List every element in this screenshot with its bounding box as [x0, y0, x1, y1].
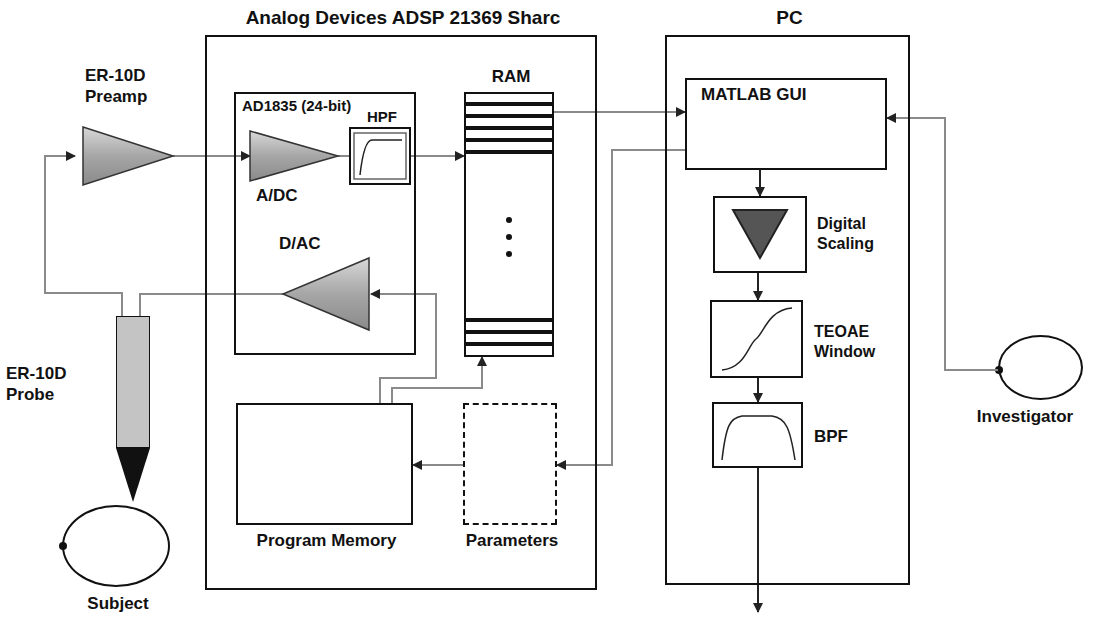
- node-label: MATLAB GUI: [701, 84, 881, 105]
- connector: [140, 294, 283, 316]
- connector: [371, 294, 436, 403]
- converter-triangle: D/AC: [283, 258, 369, 330]
- node-label: HPF: [351, 108, 413, 127]
- triangle-outline: [283, 258, 369, 330]
- filter-box: HPF: [349, 127, 411, 185]
- connector: [757, 378, 759, 402]
- node-label: Analog Devices ADSP 21369 Sharc: [167, 6, 639, 30]
- node-label: Program Memory: [222, 530, 431, 551]
- output-arrow: [758, 468, 759, 612]
- ram-rows: [466, 102, 552, 346]
- memory-stack: RAM: [464, 92, 554, 357]
- parameter-box: Parameters: [463, 403, 557, 525]
- node-label: ER-10D Probe: [6, 363, 106, 406]
- probe-body: ER-10D Probe: [116, 316, 150, 448]
- node-label: RAM: [466, 66, 556, 87]
- connector: [411, 155, 464, 157]
- pc-box: PCMATLAB GUIDigital ScalingTEOAE WindowB…: [665, 35, 910, 585]
- triangle-outline: [250, 131, 338, 181]
- node-label: PC: [667, 6, 912, 30]
- amplifier-triangle: ER-10D Preamp: [83, 127, 173, 185]
- process-box: Digital Scaling: [713, 196, 807, 273]
- bpf-curve: [722, 416, 795, 460]
- node-label: TEOAE Window: [814, 322, 906, 362]
- connector: [759, 170, 761, 196]
- codec-box: AD1835 (24-bit)A/DCHPFD/AC: [234, 92, 416, 355]
- window-curve: [722, 308, 792, 370]
- node-label: Digital Scaling: [817, 214, 905, 254]
- hpf-curve: [354, 133, 406, 179]
- node-label: D/AC: [279, 233, 349, 254]
- node-label: A/DC: [256, 185, 326, 206]
- process-box: Program Memory: [236, 403, 413, 525]
- scaling-triangle: [733, 210, 787, 258]
- process-box: TEOAE Window: [710, 300, 803, 378]
- node-label: BPF: [814, 426, 894, 447]
- connector: [887, 118, 998, 370]
- triangle-outline: [83, 127, 173, 185]
- probe-tip: [116, 448, 150, 502]
- converter-triangle: A/DC: [250, 131, 338, 181]
- dsp-board: Analog Devices ADSP 21369 SharcAD1835 (2…: [205, 35, 597, 590]
- gui-box: MATLAB GUI: [685, 78, 887, 170]
- connector: [413, 464, 463, 466]
- head-circle: Investigator: [998, 335, 1083, 400]
- ear-dot: [59, 366, 1003, 550]
- node-label: Subject: [54, 593, 182, 614]
- node-label: ER-10D Preamp: [85, 65, 185, 108]
- head-circle: Subject: [62, 505, 170, 587]
- node-label: Investigator: [948, 406, 1102, 427]
- filter-box: BPF: [712, 402, 803, 468]
- connector: [173, 155, 250, 157]
- connector: [757, 273, 759, 300]
- node-label: Parameters: [453, 530, 571, 551]
